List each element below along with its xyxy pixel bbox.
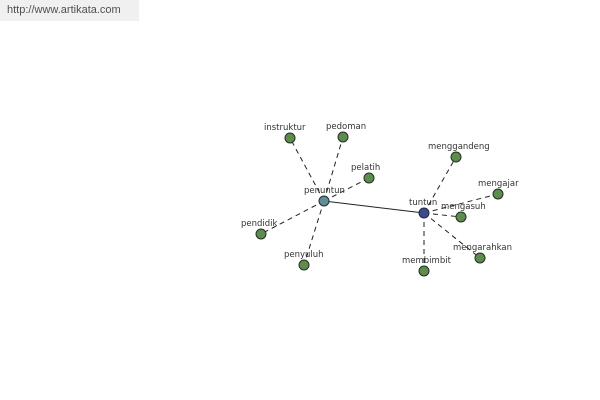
graph-edges	[260, 136, 499, 271]
node-penyuluh[interactable]	[298, 259, 310, 271]
edge-penuntun-tuntun	[323, 200, 425, 214]
node-label-instruktur[interactable]: instruktur	[264, 123, 306, 133]
edge-penuntun-pendidik	[260, 200, 325, 235]
edge-penuntun-instruktur	[289, 137, 325, 202]
node-menggandeng[interactable]	[450, 151, 462, 163]
node-label-pedoman[interactable]: pedoman	[326, 122, 366, 132]
node-label-pendidik[interactable]: pendidik	[241, 219, 278, 229]
node-pelatih[interactable]	[363, 172, 375, 184]
node-mengasuh[interactable]	[455, 211, 467, 223]
graph-labels: penuntun tuntun instruktur pedoman pelatih pe…	[241, 122, 519, 266]
node-pedoman[interactable]	[337, 131, 349, 143]
edge-tuntun-mengarahkan	[423, 212, 481, 259]
node-label-mengarahkan[interactable]: mengarahkan	[453, 243, 512, 253]
node-penuntun[interactable]	[318, 195, 330, 207]
node-label-pelatih[interactable]: pelatih	[351, 163, 380, 173]
node-mengarahkan[interactable]	[474, 252, 486, 264]
node-tuntun[interactable]	[418, 207, 430, 219]
node-label-penuntun[interactable]: penuntun	[304, 186, 345, 196]
node-label-mengajar[interactable]: mengajar	[478, 179, 519, 189]
node-label-penyuluh[interactable]: penyuluh	[284, 250, 324, 260]
edge-tuntun-mengajar	[423, 193, 499, 214]
node-label-tuntun[interactable]: tuntun	[409, 198, 437, 208]
node-pendidik[interactable]	[255, 228, 267, 240]
node-membimbit[interactable]	[418, 265, 430, 277]
node-label-menggandeng[interactable]: menggandeng	[428, 142, 490, 152]
node-instruktur[interactable]	[284, 132, 296, 144]
edge-tuntun-mengasuh	[423, 212, 462, 218]
edge-penuntun-penyuluh	[303, 200, 325, 266]
source-url[interactable]: http://www.artikata.com	[0, 0, 139, 21]
edge-penuntun-pedoman	[323, 136, 344, 202]
node-mengajar[interactable]	[492, 188, 504, 200]
edge-tuntun-menggandeng	[423, 156, 457, 214]
node-label-membimbit[interactable]: membimbit	[402, 256, 452, 266]
graph-nodes	[255, 131, 504, 277]
node-label-mengasuh[interactable]: mengasuh	[441, 202, 486, 212]
